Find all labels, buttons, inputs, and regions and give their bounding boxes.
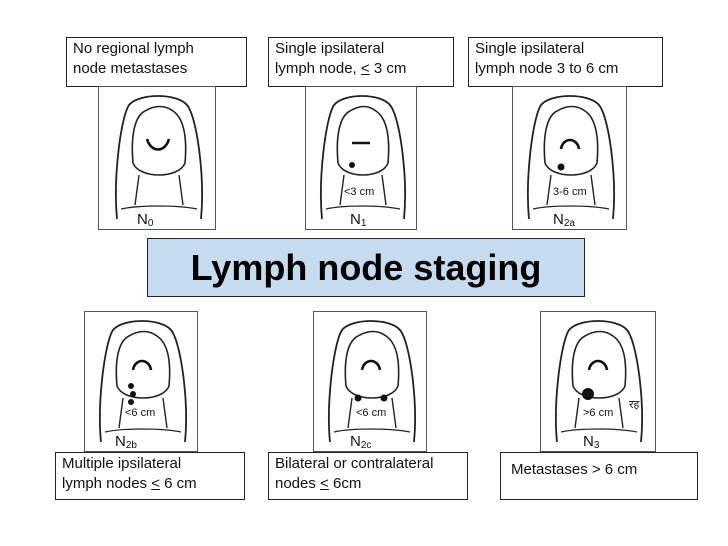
size-label: >6 cm	[583, 407, 613, 419]
head-neck-drawing: <6 cm N2c	[328, 320, 416, 451]
caption-n2a: Single ipsilateral lymph node 3 to 6 cm	[468, 37, 663, 87]
caption-line: lymph node, < 3 cm	[275, 60, 407, 77]
lymph-node-dot	[128, 383, 134, 389]
figure-n0: N0	[98, 86, 216, 230]
caption-line: node metastases	[73, 60, 188, 77]
lymph-node-dot	[128, 399, 134, 405]
caption-n2b: Multiple ipsilateral lymph nodes < 6 cm	[55, 452, 245, 500]
size-label: <3 cm	[344, 186, 374, 198]
lymph-node-dot	[354, 394, 362, 402]
size-label: <6 cm	[356, 407, 386, 419]
caption-line: Bilateral or contralateral	[275, 455, 434, 472]
figure-n1: <3 cm N1	[305, 86, 417, 230]
figure-n3: >6 cm रह N3	[540, 311, 656, 452]
caption-n0: No regional lymph node metastases	[66, 37, 247, 87]
caption-line: nodes < 6cm	[275, 475, 362, 492]
caption-n2c: Bilateral or contralateral nodes < 6cm	[268, 452, 468, 500]
stage-label: N2c	[350, 433, 371, 451]
figure-n2b: <6 cm N2b	[84, 311, 198, 452]
caption-n3: Metastases > 6 cm	[500, 452, 698, 500]
page-title: Lymph node staging	[190, 246, 542, 288]
stage-label: N3	[583, 433, 600, 451]
side-label: रह	[629, 399, 639, 411]
lymph-node-dot	[582, 388, 594, 400]
caption-line: Metastases > 6 cm	[511, 461, 638, 478]
head-neck-drawing: <6 cm N2b	[99, 320, 187, 451]
stage-label: N0	[137, 211, 154, 229]
figure-n2a: 3-6 cm N2a	[512, 86, 627, 230]
caption-n1: Single ipsilateral lymph node, < 3 cm	[268, 37, 454, 87]
title-banner: Lymph node staging	[147, 238, 585, 297]
stage-label: N2a	[553, 211, 575, 229]
caption-line: Single ipsilateral	[475, 40, 585, 57]
head-neck-drawing: >6 cm रह N3	[555, 320, 643, 451]
lymph-node-dot	[380, 394, 388, 402]
caption-line: lymph nodes < 6 cm	[62, 475, 197, 492]
caption-line: Multiple ipsilateral	[62, 455, 182, 472]
caption-line: No regional lymph	[73, 40, 194, 57]
caption-line: Single ipsilateral	[275, 40, 385, 57]
lymph-node-dot	[557, 163, 565, 171]
lymph-node-dot	[349, 162, 355, 168]
caption-line: lymph node 3 to 6 cm	[475, 60, 619, 77]
head-neck-drawing: N0	[115, 95, 203, 229]
lymph-node-dot	[130, 391, 136, 397]
stage-label: N2b	[115, 433, 137, 451]
head-neck-drawing: <3 cm N1	[320, 95, 406, 229]
head-neck-drawing: 3-6 cm N2a	[527, 95, 615, 229]
stage-label: N1	[350, 211, 367, 229]
size-label: 3-6 cm	[553, 186, 587, 198]
figure-n2c: <6 cm N2c	[313, 311, 427, 452]
size-label: <6 cm	[125, 407, 155, 419]
